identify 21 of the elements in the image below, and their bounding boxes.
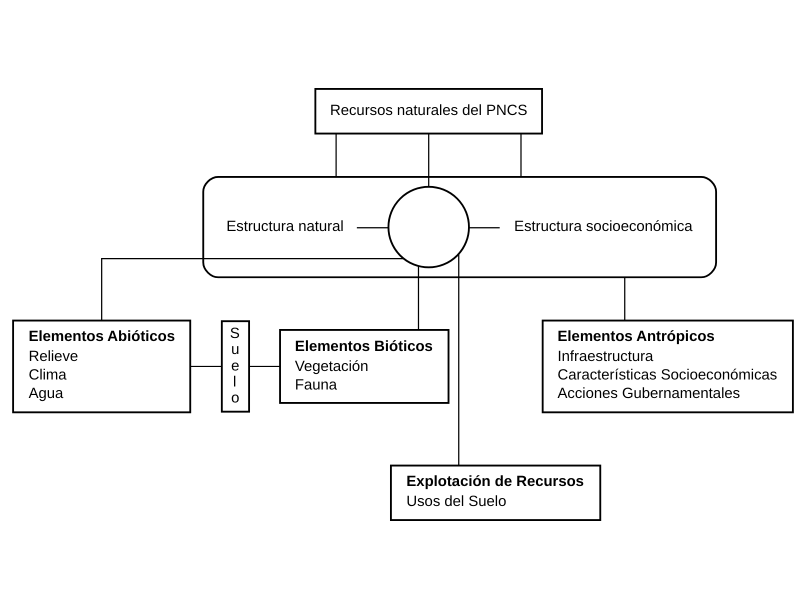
connector [190,365,222,367]
node-circle [388,185,470,268]
node-text: Estructura natural [226,218,344,234]
connector [520,133,522,176]
connector [458,254,460,465]
node-text: Estructura socioeconómica [514,218,693,234]
node-box: Explotación de Recursos Usos del Suelo [390,464,602,520]
connector [101,258,404,320]
node-box: Recursos naturales del PNCS [314,88,543,134]
node-box: Suelo [220,320,250,412]
connector [428,133,430,186]
connector [418,266,420,329]
node-box: Elementos Bióticos Vegetación Fauna [279,328,450,404]
connector [335,133,337,176]
connector [624,276,626,320]
connector [469,226,500,228]
connector [249,365,280,367]
connector [356,226,388,228]
node-box: Elementos Antrópicos Infraestructura Características Socioeconómicas Acciones Gubernamentales [542,319,794,413]
cluster [202,175,718,278]
node-box: Elementos Abióticos Relieve Clima Agua [12,319,192,413]
